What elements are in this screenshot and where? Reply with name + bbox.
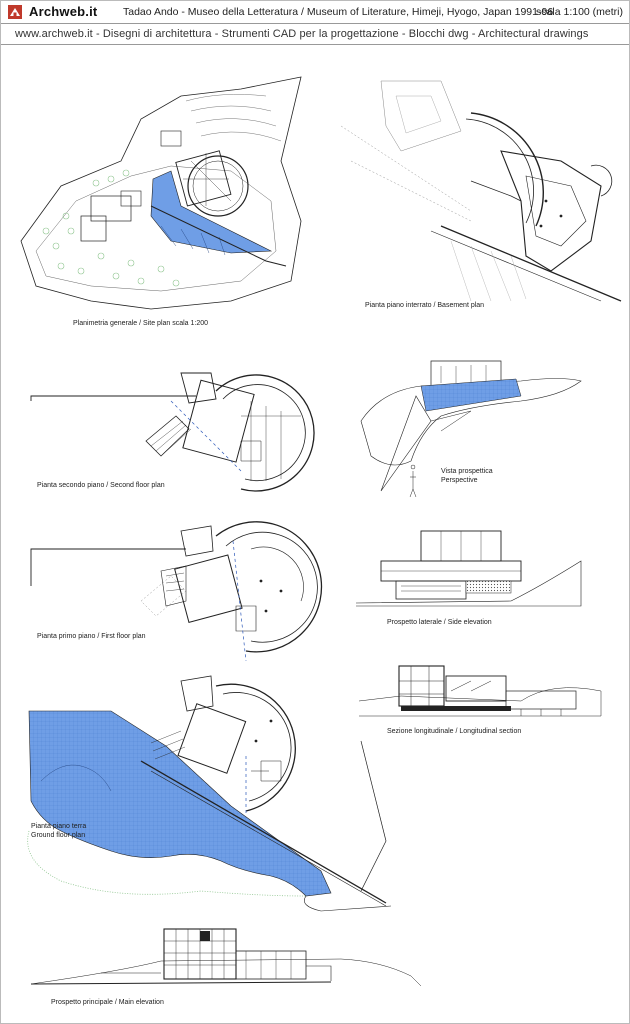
caption-perspective-it: Vista prospettica: [441, 468, 493, 475]
caption-section: Sezione longitudinale / Longitudinal sec…: [387, 728, 522, 735]
main-elevation-drawing: [30, 928, 422, 987]
caption-first-floor: Pianta primo piano / First floor plan: [37, 633, 146, 640]
site-plan-drawing: [20, 76, 302, 310]
section-drawing: [358, 665, 602, 717]
sheet-title: Tadao Ando - Museo della Letteratura / M…: [123, 6, 554, 18]
brand-name[interactable]: Archweb.it: [29, 4, 98, 19]
ground-floor-plan-drawing: [27, 675, 392, 912]
subtitle-text: www.archweb.it - Disegni di architettura…: [15, 28, 589, 40]
header-bar: Archweb.it Tadao Ando - Museo della Lett…: [1, 1, 629, 24]
side-elevation-drawing: [355, 530, 582, 607]
second-floor-plan-drawing: [30, 372, 315, 492]
sheet-scale: scala 1:100 (metri): [536, 6, 623, 18]
caption-ground-en: Ground floor plan: [31, 832, 86, 839]
caption-perspective-en: Perspective: [441, 477, 478, 484]
caption-basement-plan: Pianta piano interrato / Basement plan: [365, 302, 485, 309]
caption-second-floor: Pianta secondo piano / Second floor plan: [37, 482, 165, 489]
caption-side-elevation: Prospetto laterale / Side elevation: [387, 619, 492, 626]
archweb-logo-icon: [8, 5, 22, 19]
subtitle-bar: www.archweb.it - Disegni di architettura…: [1, 24, 629, 45]
caption-ground-it: Pianta piano terra: [31, 823, 87, 830]
perspective-drawing: [360, 360, 582, 498]
caption-main-elevation: Prospetto principale / Main elevation: [51, 999, 164, 1006]
caption-site-plan: Planimetria generale / Site plan scala 1…: [73, 320, 209, 327]
first-floor-plan-drawing: [30, 521, 323, 662]
basement-plan-drawing: [340, 80, 622, 302]
